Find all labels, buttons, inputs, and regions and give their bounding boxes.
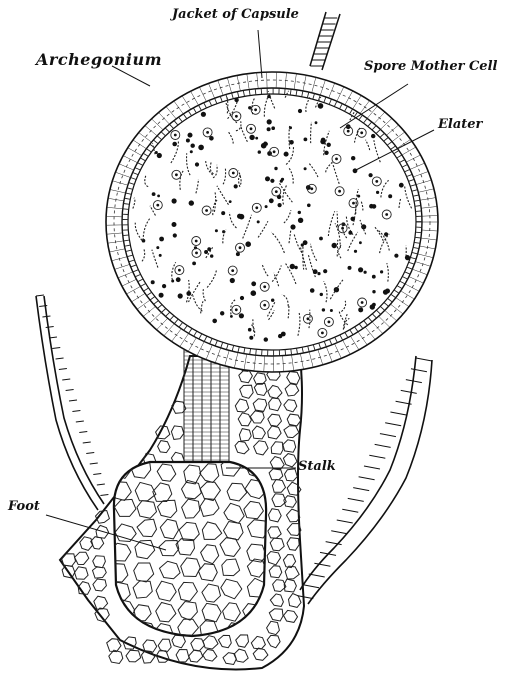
label-archegonium: Archegonium — [36, 52, 162, 68]
archegonium-neck — [310, 12, 340, 70]
label-stalk: Stalk — [298, 460, 336, 473]
label-elater: Elater — [438, 118, 482, 131]
label-foot: Foot — [8, 500, 40, 513]
label-spore-mother-cell: Spore Mother Cell — [364, 60, 497, 73]
label-jacket-of-capsule: Jacket of Capsule — [172, 8, 299, 21]
